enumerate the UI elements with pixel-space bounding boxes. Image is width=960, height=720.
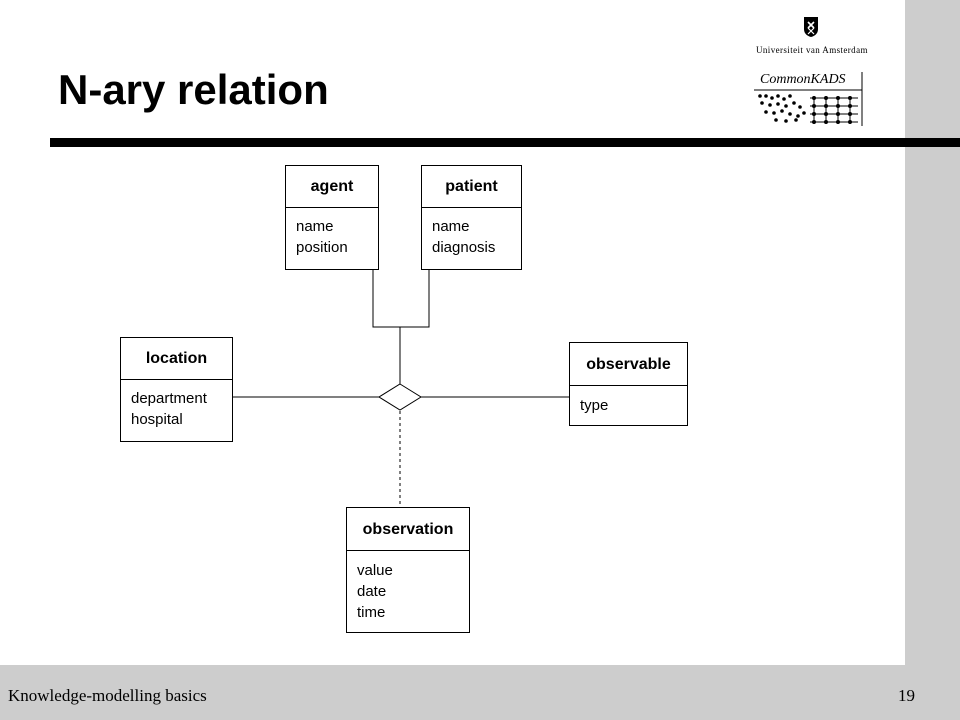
attribute-name: name — [432, 218, 470, 235]
class-box-observable: observable type — [569, 342, 688, 426]
attribute-name: name — [296, 218, 334, 235]
bottom-border-band — [0, 665, 960, 720]
class-name-location: location — [121, 338, 232, 380]
page-number: 19 — [898, 686, 915, 705]
attribute-date: date — [357, 583, 387, 600]
agent-link-line — [372, 270, 430, 328]
class-attributes-observable: type — [570, 386, 687, 416]
attribute-type: type — [580, 397, 609, 414]
commonkads-text: CommonKADS — [760, 72, 846, 87]
class-box-patient: patient name diagnosis — [421, 165, 522, 270]
class-name-observation: observation — [347, 508, 469, 551]
class-attributes-patient: name diagnosis — [422, 208, 521, 258]
attribute-diagnosis: diagnosis — [432, 239, 496, 256]
attribute-department: department — [131, 390, 207, 407]
class-box-agent: agent name position — [285, 165, 379, 270]
university-name: Universiteit van Amsterdam — [756, 45, 868, 55]
university-logo: Universiteit van Amsterdam — [756, 16, 868, 55]
class-name-observable: observable — [570, 343, 687, 386]
class-name-patient: patient — [422, 166, 521, 208]
attribute-position: position — [296, 239, 348, 256]
class-attributes-location: department hospital — [121, 380, 232, 430]
right-border-band — [905, 0, 960, 720]
attribute-hospital: hospital — [131, 411, 183, 428]
slide-title: N-ary relation — [58, 66, 329, 113]
title-rule — [50, 138, 960, 147]
class-attributes-agent: name position — [286, 208, 378, 258]
attribute-value: value — [357, 562, 393, 579]
class-name-agent: agent — [286, 166, 378, 208]
class-attributes-observation: value date time — [347, 551, 469, 623]
class-box-location: location department hospital — [120, 337, 233, 442]
relation-diamond — [378, 383, 422, 411]
footer-course-title: Knowledge-modelling basics — [8, 686, 207, 705]
attribute-time: time — [357, 604, 386, 621]
shield-icon — [804, 17, 818, 37]
commonkads-graphic — [754, 72, 863, 126]
class-box-observation: observation value date time — [346, 507, 470, 633]
commonkads-logo: CommonKADS — [754, 72, 866, 133]
